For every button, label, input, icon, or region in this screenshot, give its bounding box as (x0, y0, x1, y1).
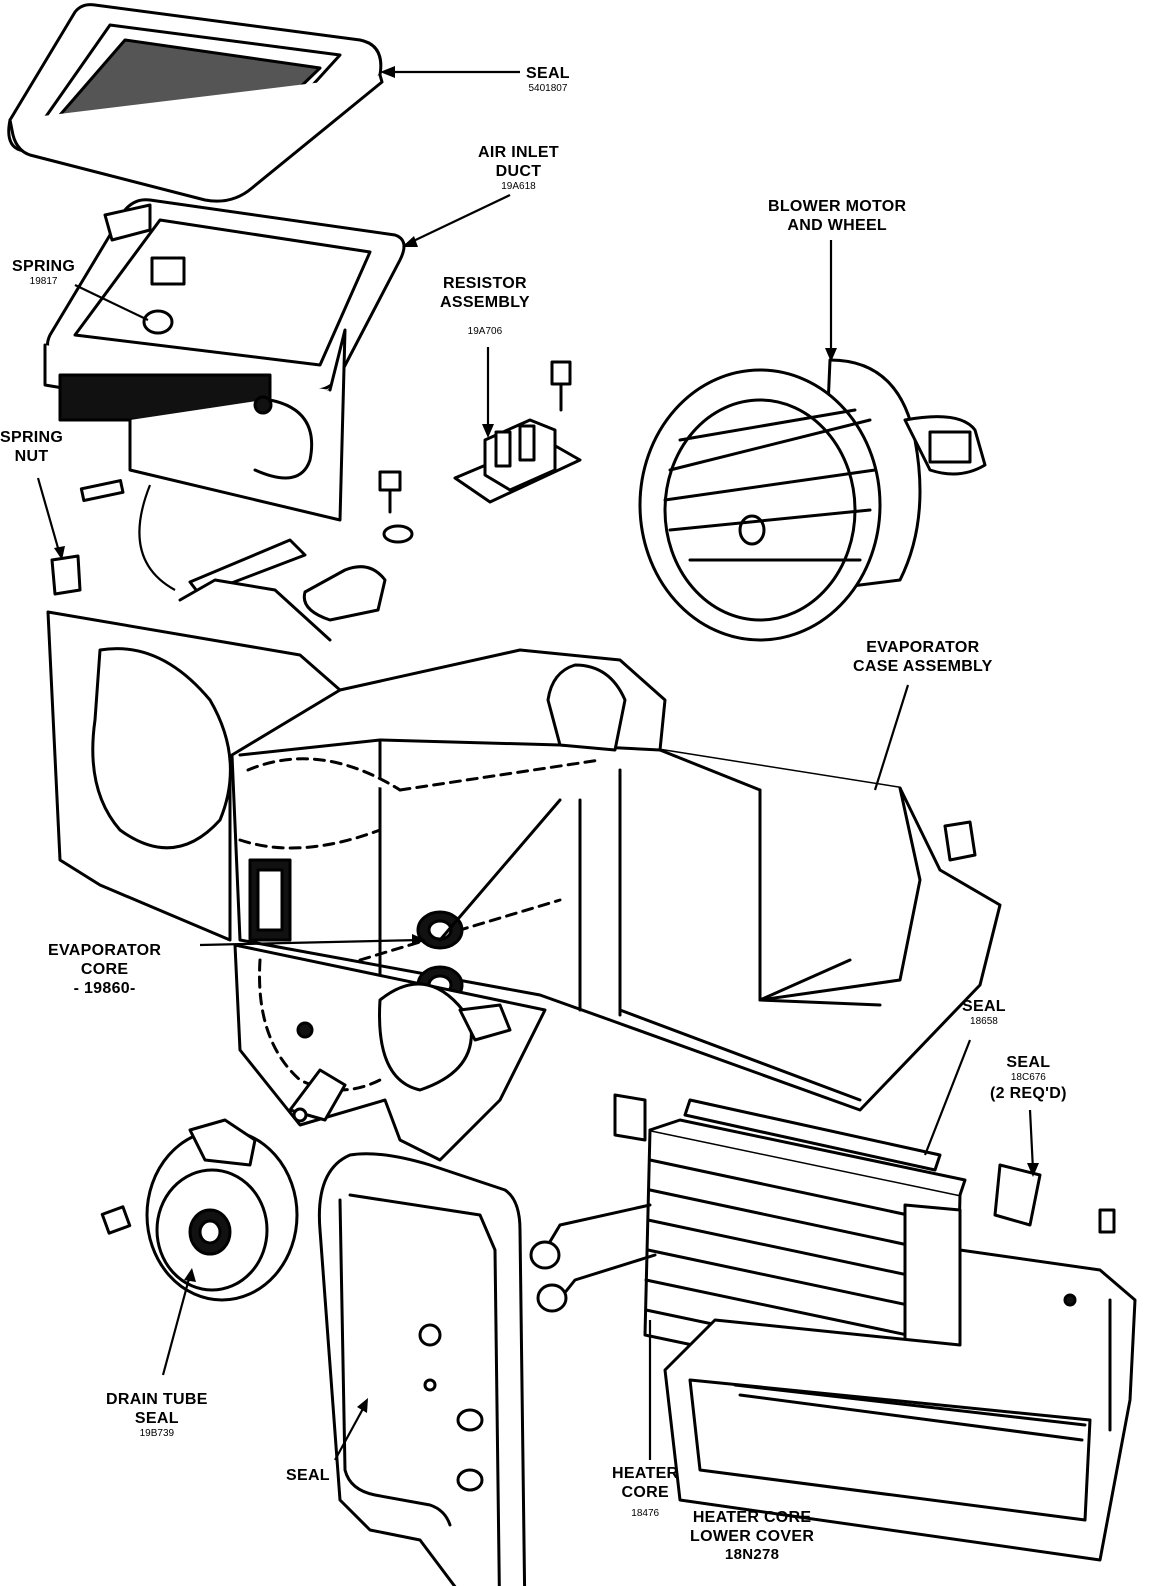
label-evaporator-core: EVAPORATOR CORE - 19860- (48, 942, 162, 997)
blower-motor-part (638, 358, 987, 642)
spring-nut-part (50, 554, 82, 596)
top-seal-part (7, 3, 384, 203)
evaporator-case-lower-housing (233, 943, 547, 1162)
heater-core-part (529, 1093, 1116, 1402)
label-heater-core: HEATER CORE 18476 (612, 1465, 679, 1519)
label-blower-motor: BLOWER MOTOR AND WHEEL (768, 198, 907, 234)
drain-tube-seal-part (100, 1118, 299, 1302)
label-heater-core-lower-cover: HEATER CORE LOWER COVER 18N278 (690, 1509, 815, 1563)
label-air-inlet-duct: AIR INLET DUCT 19A618 (478, 144, 559, 192)
screw-part (79, 479, 125, 503)
label-spring-nut: SPRING NUT (0, 429, 64, 465)
resistor-assembly-part (453, 360, 582, 504)
label-spring: SPRING 19817 (12, 258, 76, 287)
air-inlet-duct-part (43, 198, 406, 522)
assembly-path-line (138, 484, 176, 591)
label-seal-bottom: SEAL (286, 1467, 330, 1484)
leader-lines (36, 66, 1039, 1461)
evaporator-case-left-housing (46, 578, 342, 942)
heater-core-lower-cover-part (663, 1248, 1137, 1562)
evaporator-case-main-body (230, 648, 1002, 1112)
bottom-seal-part (317, 1152, 527, 1586)
label-seal-top: SEAL 5401807 (526, 65, 570, 94)
label-seal-right-1: SEAL 18658 (962, 998, 1006, 1027)
label-seal-right-2: SEAL 18C676 (2 REQ'D) (990, 1054, 1067, 1102)
label-drain-tube-seal: DRAIN TUBE SEAL 19B739 (106, 1391, 208, 1439)
label-evaporator-case: EVAPORATOR CASE ASSEMBLY (853, 639, 993, 675)
label-resistor-assembly: RESISTOR ASSEMBLY 19A706 (440, 275, 530, 337)
